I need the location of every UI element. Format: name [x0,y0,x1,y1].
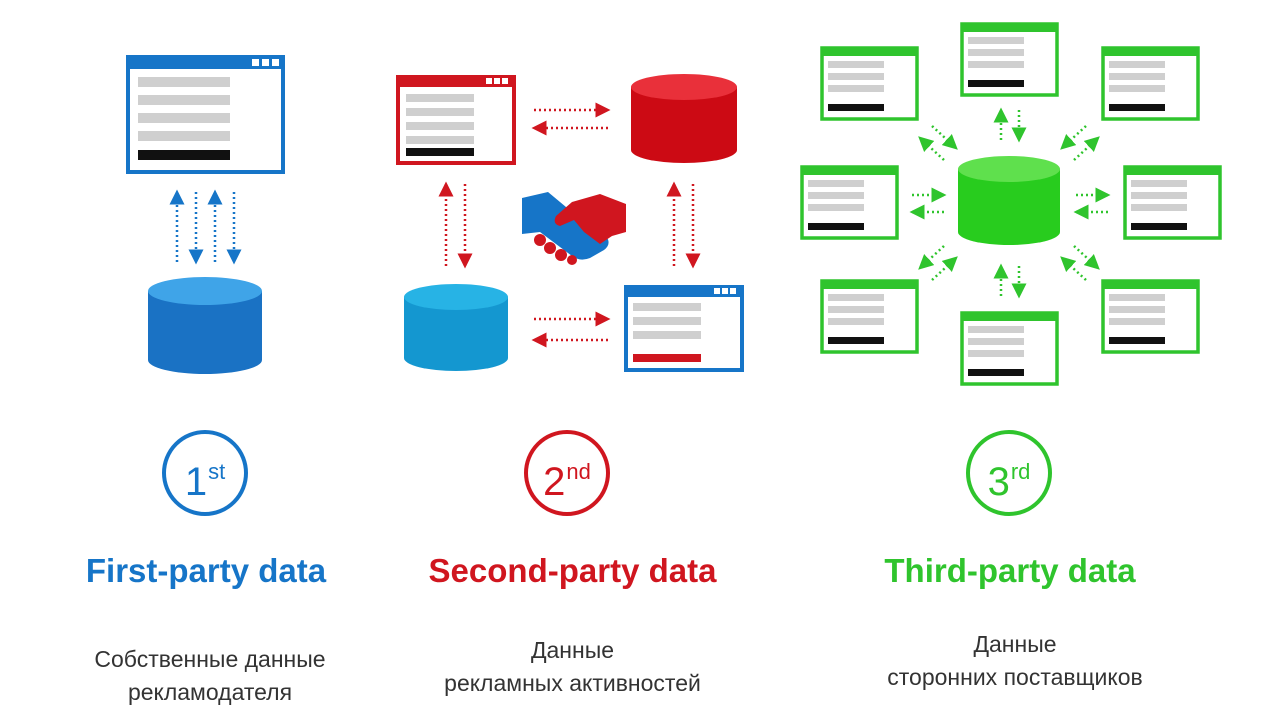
database-icon [148,277,262,374]
second-party-illustration [396,74,744,372]
third-party-illustration [800,22,1222,386]
browser-window-icon [960,22,1059,97]
description-line: рекламодателя [127,679,293,705]
badge-number: 3 [987,460,1010,504]
first-party-description: Собственные данные рекламодателя [40,643,380,709]
data-types-diagram [126,22,1222,386]
browser-window-icon [820,279,919,354]
browser-window-icon [1123,165,1222,240]
browser-window-icon [624,285,744,372]
second-party-title: Second-party data [428,552,717,589]
second-party-description: Данные рекламных активностей [400,634,745,700]
browser-window-icon [1101,279,1200,354]
badge-third-party: 3rd [966,430,1052,516]
description-line: сторонних поставщиков [887,664,1143,690]
dotted-arrow-icon [169,189,242,265]
dotted-arrow-icon [909,107,1111,299]
handshake-icon [522,192,626,265]
database-icon [404,284,508,371]
database-icon [631,74,737,163]
browser-window-icon [960,311,1059,386]
badge-suffix: st [208,459,226,484]
badge-number: 2 [543,460,566,504]
badge-suffix: nd [566,459,591,484]
browser-window-icon [1101,46,1200,121]
description-line: рекламных активностей [444,670,701,696]
description-line: Данные [530,637,615,663]
first-party-title: First-party data [85,552,327,589]
badge-second-party: 2nd [524,430,610,516]
badge-number: 1 [184,460,208,504]
browser-window-icon [820,46,919,121]
badge-suffix: rd [1010,459,1031,484]
browser-window-icon [396,75,516,165]
description-line: Данные [973,631,1057,657]
first-party-illustration [126,55,285,374]
browser-window-icon [800,165,899,240]
third-party-title: Third-party data [884,552,1136,589]
dotted-arrow-icon [438,102,701,348]
database-icon [958,156,1060,245]
description-line: Собственные данные [94,646,326,672]
browser-window-icon [126,55,285,174]
third-party-description: Данные сторонних поставщиков [840,628,1190,694]
badge-first-party: 1st [162,430,248,516]
